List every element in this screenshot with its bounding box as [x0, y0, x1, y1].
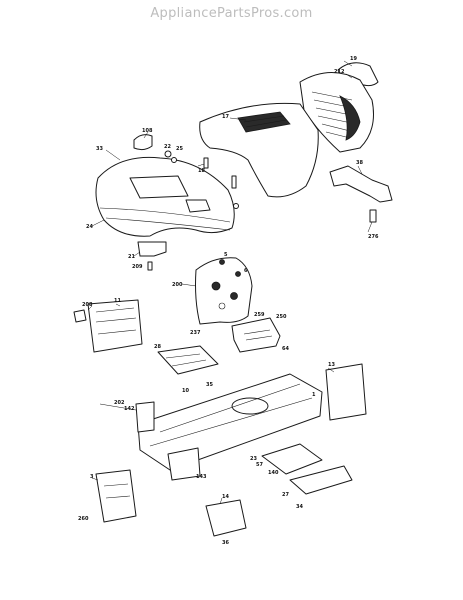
callout-38: 38	[356, 160, 363, 166]
bolt-209[interactable]	[147, 261, 153, 271]
watermark-text: AppliancePartsPros.com	[150, 6, 313, 21]
grille-assembly[interactable]	[299, 62, 379, 153]
bolt-208[interactable]	[73, 309, 87, 323]
callout-5: 5	[224, 252, 228, 258]
callout-21: 21	[128, 254, 135, 260]
callout-250: 250	[276, 314, 287, 320]
callout-11: 11	[114, 298, 121, 304]
front-plate[interactable]	[95, 469, 137, 523]
cover-108[interactable]	[133, 134, 153, 151]
bracket-143[interactable]	[167, 447, 201, 481]
hood-bracket[interactable]	[329, 165, 393, 203]
callout-33: 33	[96, 146, 103, 152]
right-side-plate[interactable]	[325, 363, 367, 421]
callout-22: 22	[164, 144, 171, 150]
lower-bracket[interactable]	[205, 499, 247, 537]
hood[interactable]	[199, 102, 319, 198]
callout-142: 142	[124, 406, 135, 412]
callout-202: 202	[114, 400, 125, 406]
leader-lines	[87, 60, 373, 505]
callout-64: 64	[282, 346, 289, 352]
callout-276: 276	[368, 234, 379, 240]
footrest[interactable]	[261, 443, 323, 475]
callout-23: 23	[250, 456, 257, 462]
callout-13: 13	[328, 362, 335, 368]
callout-3: 3	[90, 474, 94, 480]
callout-108: 108	[142, 128, 153, 134]
callout-208: 208	[82, 302, 93, 308]
callout-36: 36	[222, 540, 229, 546]
seat-bracket[interactable]	[157, 345, 219, 375]
callout-259: 259	[254, 312, 265, 318]
callout-212: 212	[334, 69, 345, 75]
hood-stop[interactable]	[203, 157, 209, 169]
callout-28: 28	[154, 344, 161, 350]
fender-bracket[interactable]	[137, 241, 167, 257]
panel-bracket[interactable]	[231, 317, 281, 353]
callout-34: 34	[296, 504, 303, 510]
callout-1: 1	[312, 392, 316, 398]
bracket-bolt[interactable]	[369, 209, 377, 223]
callout-140: 140	[268, 470, 279, 476]
callout-200: 200	[172, 282, 183, 288]
callout-57: 57	[256, 462, 263, 468]
callout-10: 10	[182, 388, 189, 394]
dash-fender[interactable]	[95, 156, 235, 237]
callout-14: 14	[222, 494, 229, 500]
callout-17: 17	[222, 114, 229, 120]
knob-6[interactable]	[235, 271, 241, 277]
callout-209: 209	[132, 264, 143, 270]
step-plate-36[interactable]	[289, 465, 353, 495]
main-frame[interactable]	[137, 373, 323, 471]
hood-pin[interactable]	[231, 175, 237, 189]
knob-22[interactable]	[164, 150, 172, 158]
callout-19: 19	[350, 56, 357, 62]
callout-labels: 19 212 17 108 22 33 25 18 38 24 276 21 2…	[78, 56, 379, 546]
callout-24: 24	[86, 224, 93, 230]
callout-260: 260	[78, 516, 89, 522]
knob-25b[interactable]	[233, 203, 239, 209]
callout-27: 27	[282, 492, 289, 498]
callout-6: 6	[244, 268, 248, 274]
left-side-plate[interactable]	[87, 299, 143, 353]
callout-25: 25	[176, 146, 183, 152]
callout-143: 143	[196, 474, 207, 480]
callout-18: 18	[198, 168, 205, 174]
knob-5[interactable]	[219, 259, 225, 265]
knob-25[interactable]	[171, 157, 177, 163]
callout-35: 35	[206, 382, 213, 388]
front-bracket[interactable]	[135, 401, 155, 433]
callout-237: 237	[190, 330, 201, 336]
